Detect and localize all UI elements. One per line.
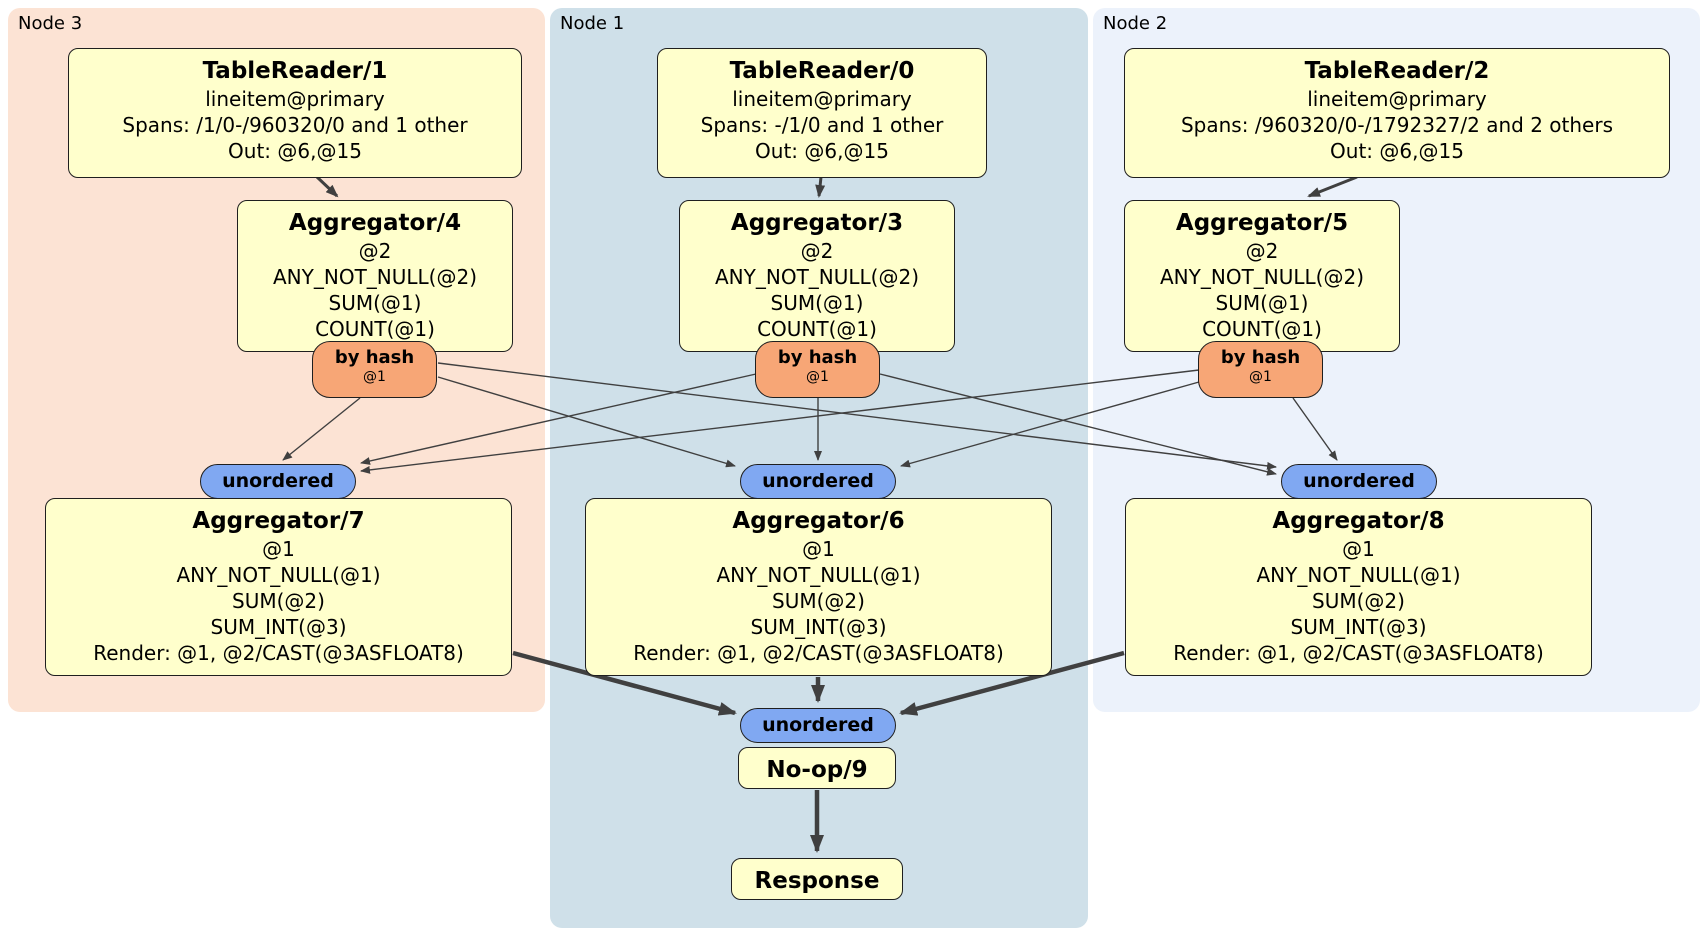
router-hash-columns: @1 [806, 369, 829, 385]
processor-agg-fn-line: ANY_NOT_NULL(@1) [176, 563, 381, 587]
router-by-hash-4: by hash @1 [312, 341, 437, 398]
sync-unordered-final: unordered [740, 708, 896, 743]
edge-aggregator8-unordered-final [899, 650, 1125, 716]
processor-title: Aggregator/4 [288, 210, 462, 236]
edge-router3-unordered8 [879, 373, 1277, 476]
processor-spans-line: Spans: -/1/0 and 1 other [700, 113, 944, 137]
processor-agg-fn-line: COUNT(@1) [315, 317, 435, 341]
router-label: by hash [777, 347, 858, 368]
edge-router4-unordered8 [437, 362, 1277, 470]
processor-spans-line: Spans: /960320/0-/1792327/2 and 2 others [1180, 113, 1613, 137]
processor-group-line: @1 [802, 537, 835, 561]
region-node2-label: Node 2 [1103, 13, 1168, 34]
processor-agg-fn-line: SUM_INT(@3) [750, 615, 887, 639]
processor-agg-fn-line: ANY_NOT_NULL(@2) [1160, 265, 1364, 289]
edge-router5-unordered7 [360, 369, 1200, 474]
processor-agg-fn-line: ANY_NOT_NULL(@1) [716, 563, 921, 587]
processor-index-line: lineitem@primary [1307, 87, 1487, 111]
processor-index-line: lineitem@primary [205, 87, 385, 111]
processor-agg-fn-line: SUM(@2) [1312, 589, 1405, 613]
processor-title: Aggregator/7 [192, 508, 365, 534]
processor-group-line: @1 [1342, 537, 1375, 561]
sync-unordered-6: unordered [740, 464, 896, 499]
edge-aggregator7-unordered-final [512, 650, 737, 716]
processor-aggregator-4: Aggregator/4 @2 ANY_NOT_NULL(@2) SUM(@1)… [237, 200, 513, 352]
processor-group-line: @1 [262, 537, 295, 561]
processor-group-line: @2 [800, 239, 834, 263]
router-by-hash-3: by hash @1 [755, 341, 880, 398]
processor-aggregator-8: Aggregator/8 @1 ANY_NOT_NULL(@1) SUM(@2)… [1125, 498, 1592, 676]
processor-agg-fn-line: SUM(@1) [328, 291, 422, 315]
processor-title: TableReader/1 [202, 58, 388, 84]
processor-agg-fn-line: SUM(@2) [772, 589, 865, 613]
processor-aggregator-5: Aggregator/5 @2 ANY_NOT_NULL(@2) SUM(@1)… [1124, 200, 1400, 352]
processor-render-line: Render: @1, @2/CAST(@3ASFLOAT8) [1173, 641, 1544, 665]
processor-noop-9: No-op/9 [738, 747, 896, 789]
edge-tablereader0-aggregator3 [815, 176, 826, 198]
processor-index-line: lineitem@primary [732, 87, 912, 111]
region-node3-label: Node 3 [18, 13, 83, 34]
processor-group-line: @2 [358, 239, 392, 263]
processor-agg-fn-line: SUM_INT(@3) [1290, 615, 1427, 639]
processor-agg-fn-line: SUM(@1) [1215, 291, 1309, 315]
processor-title: TableReader/0 [729, 58, 915, 84]
sync-unordered-7: unordered [200, 464, 356, 499]
processor-agg-fn-line: ANY_NOT_NULL(@2) [273, 265, 477, 289]
edge-router5-unordered8 [1292, 397, 1338, 461]
processor-title: Aggregator/6 [732, 508, 905, 534]
processor-title: Aggregator/8 [1272, 508, 1445, 534]
processor-title: No-op/9 [766, 757, 868, 783]
processor-agg-fn-line: SUM_INT(@3) [210, 615, 347, 639]
processor-aggregator-7: Aggregator/7 @1 ANY_NOT_NULL(@1) SUM(@2)… [45, 498, 512, 676]
processor-out-line: Out: @6,@15 [228, 139, 362, 163]
processor-tablereader-0: TableReader/0 lineitem@primary Spans: -/… [657, 48, 987, 178]
edge-tablereader2-aggregator5 [1307, 175, 1358, 198]
processor-agg-fn-line: COUNT(@1) [1202, 317, 1322, 341]
region-node1-label: Node 1 [560, 13, 625, 34]
processor-tablereader-1: TableReader/1 lineitem@primary Spans: /1… [68, 48, 522, 178]
processor-response: Response [731, 858, 903, 900]
processor-group-line: @2 [1245, 239, 1279, 263]
processor-agg-fn-line: COUNT(@1) [757, 317, 877, 341]
processor-title: TableReader/2 [1304, 58, 1490, 84]
router-label: by hash [1220, 347, 1301, 368]
router-label: by hash [334, 347, 415, 368]
processor-render-line: Render: @1, @2/CAST(@3ASFLOAT8) [93, 641, 464, 665]
processor-agg-fn-line: SUM(@2) [232, 589, 325, 613]
router-hash-columns: @1 [1249, 369, 1272, 385]
processor-aggregator-3: Aggregator/3 @2 ANY_NOT_NULL(@2) SUM(@1)… [679, 200, 955, 352]
edge-router5-unordered6 [900, 381, 1200, 468]
router-by-hash-5: by hash @1 [1198, 341, 1323, 398]
sync-unordered-8: unordered [1281, 464, 1437, 499]
processor-title: Response [754, 868, 880, 894]
edge-router3-unordered7 [360, 373, 757, 465]
processor-agg-fn-line: ANY_NOT_NULL(@2) [715, 265, 919, 289]
processor-tablereader-2: TableReader/2 lineitem@primary Spans: /9… [1124, 48, 1670, 178]
edge-tablereader1-aggregator4 [315, 175, 339, 198]
processor-spans-line: Spans: /1/0-/960320/0 and 1 other [122, 113, 468, 137]
processor-agg-fn-line: ANY_NOT_NULL(@1) [1256, 563, 1461, 587]
processor-out-line: Out: @6,@15 [1330, 139, 1464, 163]
processor-agg-fn-line: SUM(@1) [770, 291, 864, 315]
processor-render-line: Render: @1, @2/CAST(@3ASFLOAT8) [633, 641, 1004, 665]
processor-title: Aggregator/3 [730, 210, 904, 236]
edge-router4-unordered7 [282, 397, 361, 461]
processor-title: Aggregator/5 [1175, 210, 1349, 236]
edge-router4-unordered6 [437, 376, 736, 468]
router-hash-columns: @1 [363, 369, 386, 385]
processor-out-line: Out: @6,@15 [755, 139, 889, 163]
processor-aggregator-6: Aggregator/6 @1 ANY_NOT_NULL(@1) SUM(@2)… [585, 498, 1052, 676]
